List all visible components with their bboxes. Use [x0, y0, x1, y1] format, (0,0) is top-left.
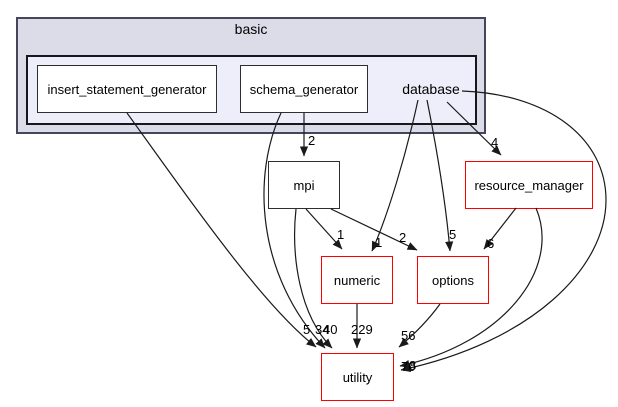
edge-label-mpi-options: 2 — [399, 230, 407, 245]
node-insert_statement_generator-label: insert_statement_generator — [47, 81, 207, 97]
node-resource_manager-label: resource_manager — [474, 177, 584, 193]
edge-label-mpi-numeric: 1 — [337, 227, 345, 242]
node-options[interactable]: options — [417, 256, 489, 304]
edge-insert_statement_generator-utility — [126, 112, 317, 348]
node-options-label: options — [432, 272, 474, 288]
node-numeric[interactable]: numeric — [321, 256, 393, 304]
node-mpi-label: mpi — [293, 177, 315, 193]
node-numeric-label: numeric — [333, 272, 381, 288]
node-schema_generator[interactable]: schema_generator — [240, 65, 368, 113]
node-utility[interactable]: utility — [321, 353, 394, 401]
edge-label-database-resource_manager: 4 — [491, 135, 499, 150]
node-utility-label: utility — [342, 369, 373, 385]
node-database[interactable]: database — [400, 78, 462, 99]
cluster-basic-label: basic — [234, 21, 268, 37]
edge-label-database-options: 5 — [449, 227, 457, 242]
edge-label-options-utility: 56 — [401, 328, 416, 343]
node-database-label: database — [402, 80, 460, 97]
edge-schema_generator-utility — [263, 112, 326, 349]
edge-label-mpi-utility: 40 — [323, 322, 338, 337]
node-mpi[interactable]: mpi — [268, 161, 340, 209]
node-resource_manager[interactable]: resource_manager — [465, 161, 593, 209]
edge-label-insert_statement_generator-utility: 5 — [303, 322, 311, 337]
edge-label-resource_manager-options: 6 — [487, 236, 495, 251]
edge-label-schema_generator-mpi: 2 — [308, 133, 316, 148]
edge-label-database-utility: 70 — [401, 359, 416, 374]
node-insert_statement_generator[interactable]: insert_statement_generator — [37, 65, 217, 113]
node-schema_generator-label: schema_generator — [249, 81, 359, 97]
edge-label-numeric-utility: 229 — [351, 322, 373, 337]
edge-label-database-numeric: 1 — [375, 235, 383, 250]
